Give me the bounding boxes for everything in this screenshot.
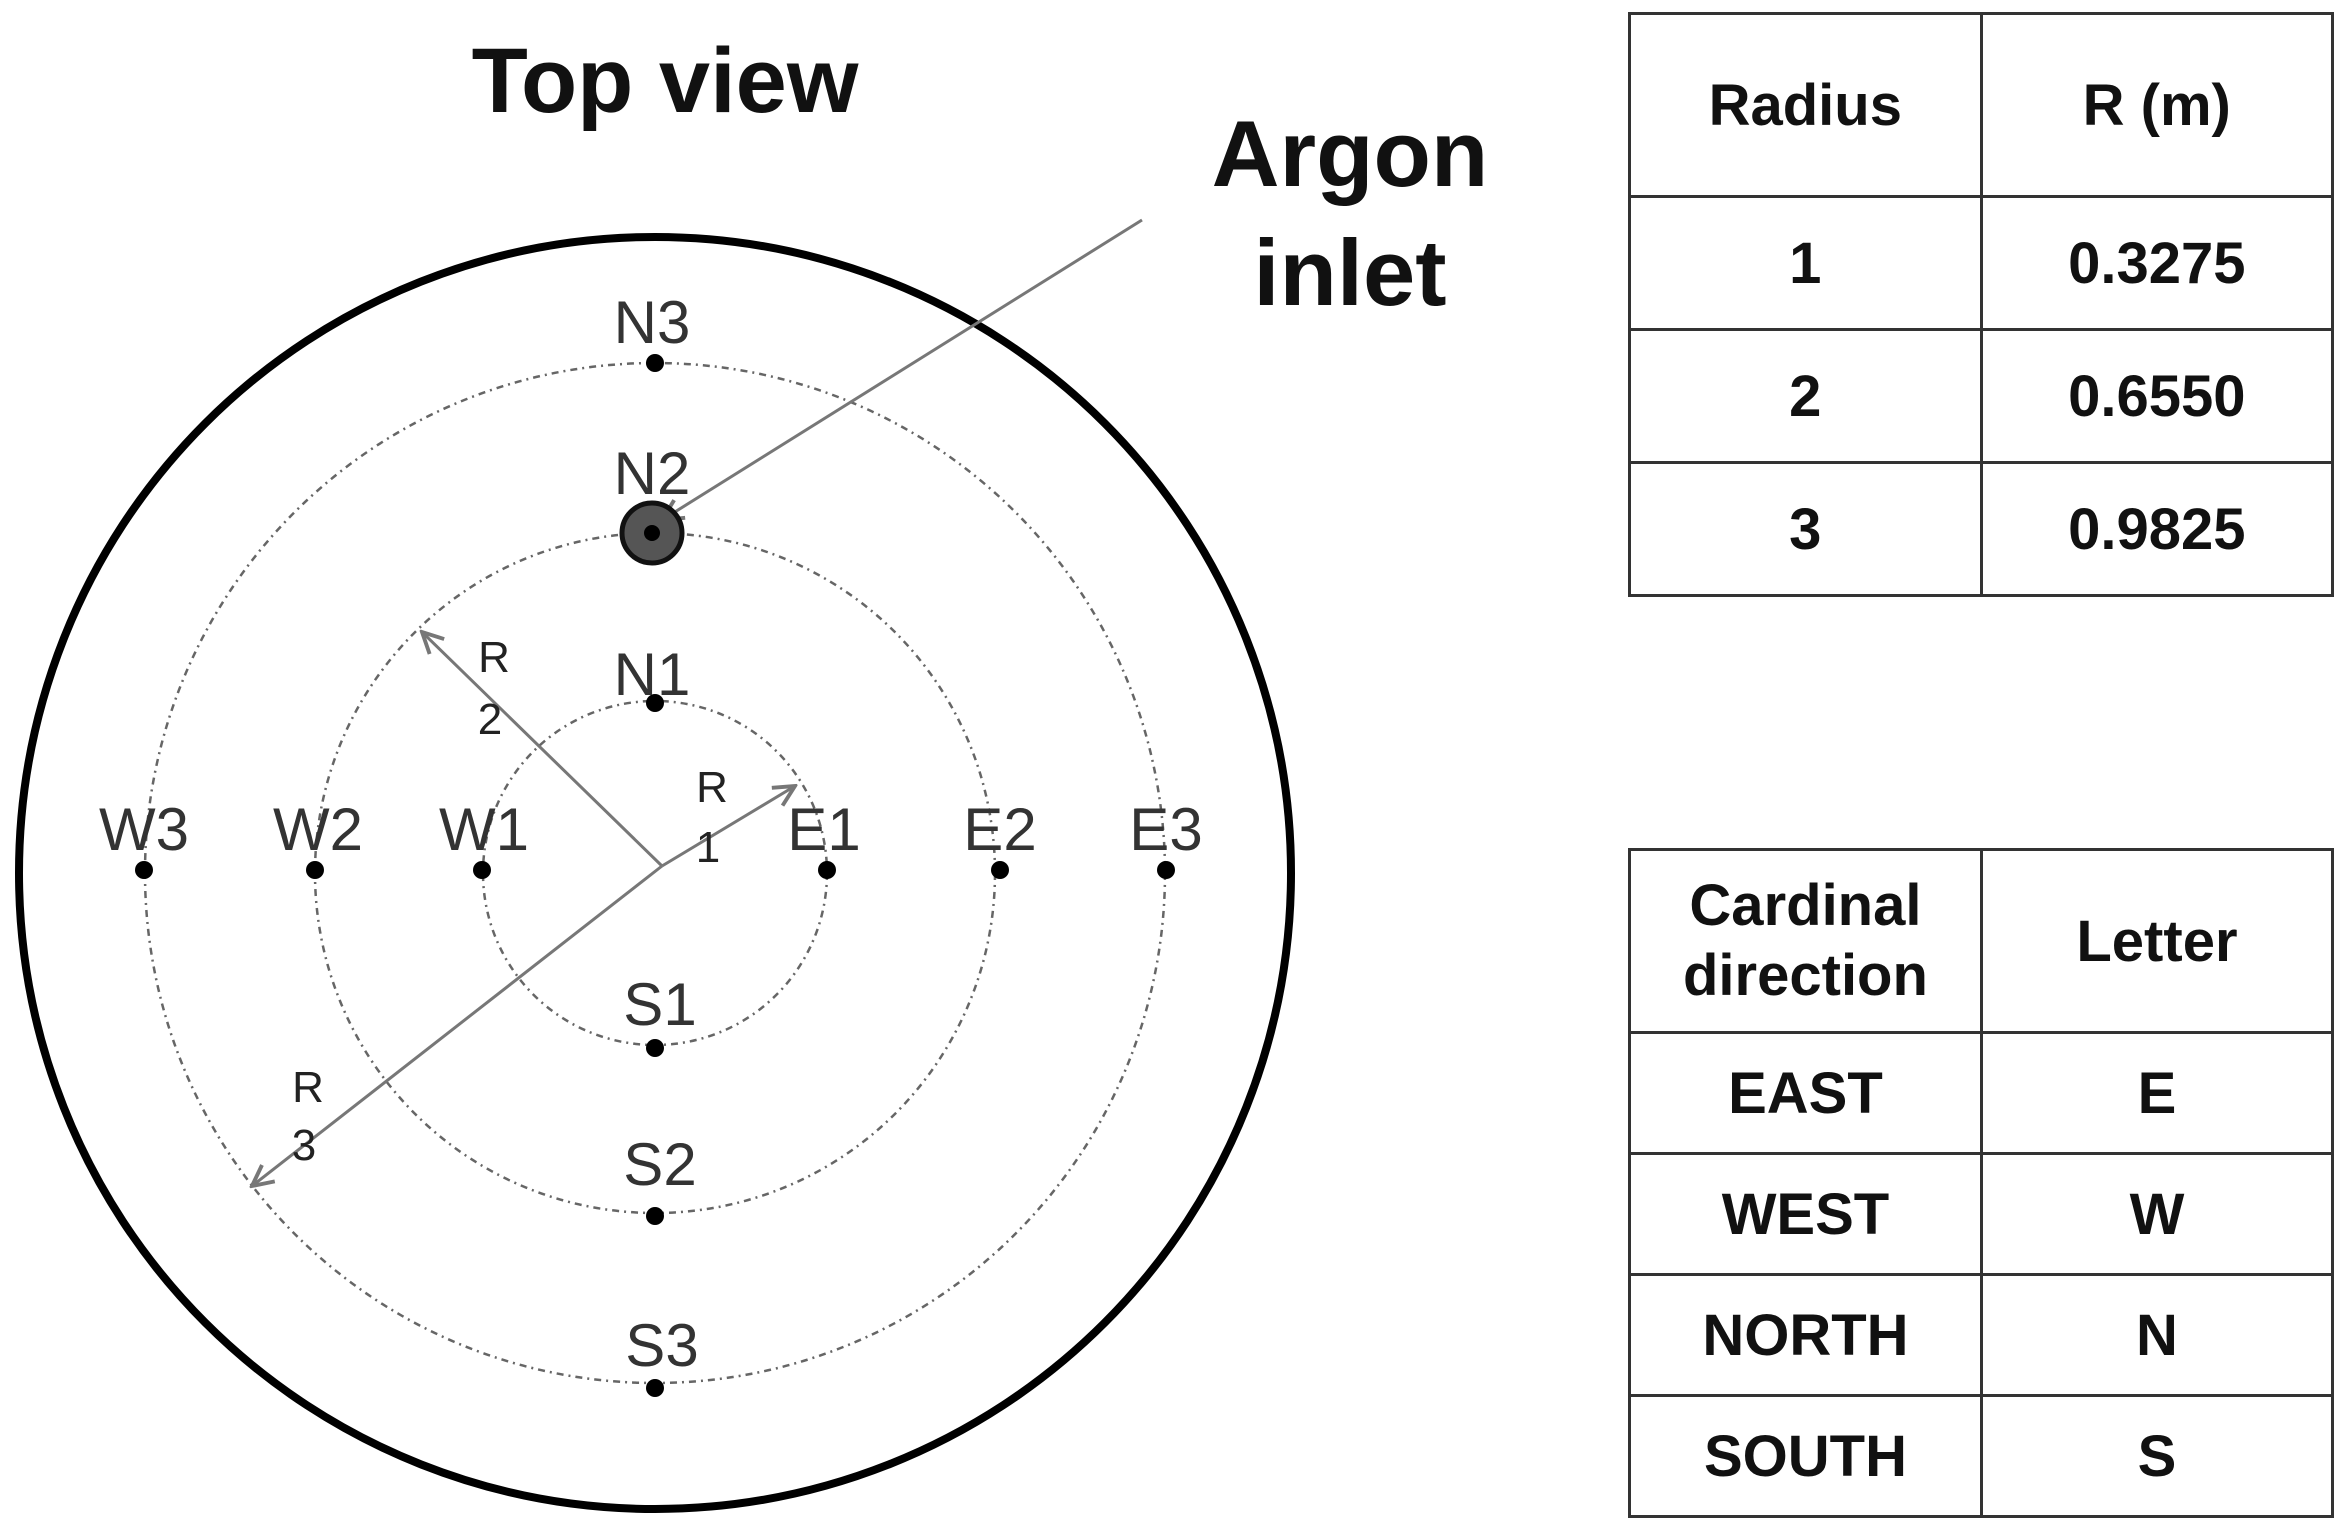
r2-label-letter: R [478,633,510,682]
header-line: Cardinal [1689,873,1922,939]
point-dot [306,861,324,879]
point-w3: W3 [99,796,189,879]
table-cell: EAST [1628,1031,1983,1155]
point-s3: S3 [625,1312,699,1397]
radius-header: Radius [1628,12,1983,198]
table-cell: 2 [1628,328,1983,464]
point-label: S3 [625,1312,698,1379]
argon-inlet-label-line1: Argon [1212,101,1489,206]
table-row: 3 0.9825 [1628,461,2334,597]
point-dot [644,525,660,541]
table-row: SOUTH S [1628,1394,2334,1518]
point-s2: S2 [623,1131,697,1225]
radius-arrow-r2 [422,632,664,868]
table-cell: E [1979,1031,2334,1155]
diagram-title: Top view [472,30,859,132]
argon-inlet-pointer [662,218,1143,520]
radius-arrow-r1 [661,786,795,868]
point-w2: W2 [273,796,363,879]
point-e1: E1 [787,796,861,879]
radius-table: Radius R (m) 1 0.3275 2 0.6550 3 0.9825 [1628,12,2334,597]
table-row: NORTH N [1628,1273,2334,1397]
table-header-row: Cardinal direction Letter [1628,848,2334,1034]
r1-label-letter: R [696,763,728,812]
table-row: WEST W [1628,1152,2334,1276]
argon-inlet-label-line2: inlet [1253,220,1446,325]
header-line: direction [1683,943,1928,1008]
r1-label-number: 1 [696,823,720,872]
table-cell: S [1979,1394,2334,1518]
table-row: EAST E [1628,1031,2334,1155]
point-dot [473,861,491,879]
point-label: W3 [99,796,189,863]
point-n2: N2 [614,440,691,541]
r2-label-number: 2 [478,695,502,744]
point-dot [646,694,664,712]
cardinal-direction-table: Cardinal direction Letter EAST E WEST W … [1628,848,2334,1518]
table-cell: NORTH [1628,1273,1983,1397]
point-label: E2 [963,796,1036,863]
table-cell: 1 [1628,195,1983,331]
point-label: N1 [614,641,691,708]
point-n1: N1 [614,641,691,712]
table-cell: 0.9825 [1979,461,2334,597]
cardinal-direction-header: Cardinal direction [1628,848,1983,1034]
point-label: E3 [1129,796,1202,863]
point-dot [646,1039,664,1057]
point-dot [1157,861,1175,879]
point-label: S1 [623,971,696,1038]
table-header-row: Radius R (m) [1628,12,2334,198]
letter-header: Letter [1979,848,2334,1034]
table-cell: 3 [1628,461,1983,597]
table-row: 2 0.6550 [1628,328,2334,464]
table-cell: W [1979,1152,2334,1276]
table-cell: WEST [1628,1152,1983,1276]
r3-label-number: 3 [292,1121,316,1170]
table-cell: 0.3275 [1979,195,2334,331]
point-label: W2 [273,796,363,863]
point-e2: E2 [963,796,1037,879]
point-n3: N3 [614,289,691,372]
point-s1: S1 [623,971,697,1057]
point-label: E1 [787,796,860,863]
radius-arrow-r3 [252,864,663,1186]
point-label: N3 [614,289,691,356]
table-cell: 0.6550 [1979,328,2334,464]
point-dot [646,354,664,372]
r-meters-header: R (m) [1979,12,2334,198]
point-label: W1 [439,796,529,863]
point-label: N2 [614,440,691,507]
table-row: 1 0.3275 [1628,195,2334,331]
vessel-outline [15,233,1295,1513]
point-dot [135,861,153,879]
point-dot [991,861,1009,879]
point-e3: E3 [1129,796,1203,879]
point-label: S2 [623,1131,696,1198]
top-view-diagram: Top view Argon inlet R 1 R 2 R 3 N3 N2 N… [15,30,1489,1513]
point-dot [818,861,836,879]
table-cell: SOUTH [1628,1394,1983,1518]
point-w1: W1 [439,796,529,879]
r3-label-letter: R [292,1063,324,1112]
point-dot [646,1207,664,1225]
point-dot [646,1379,664,1397]
table-cell: N [1979,1273,2334,1397]
